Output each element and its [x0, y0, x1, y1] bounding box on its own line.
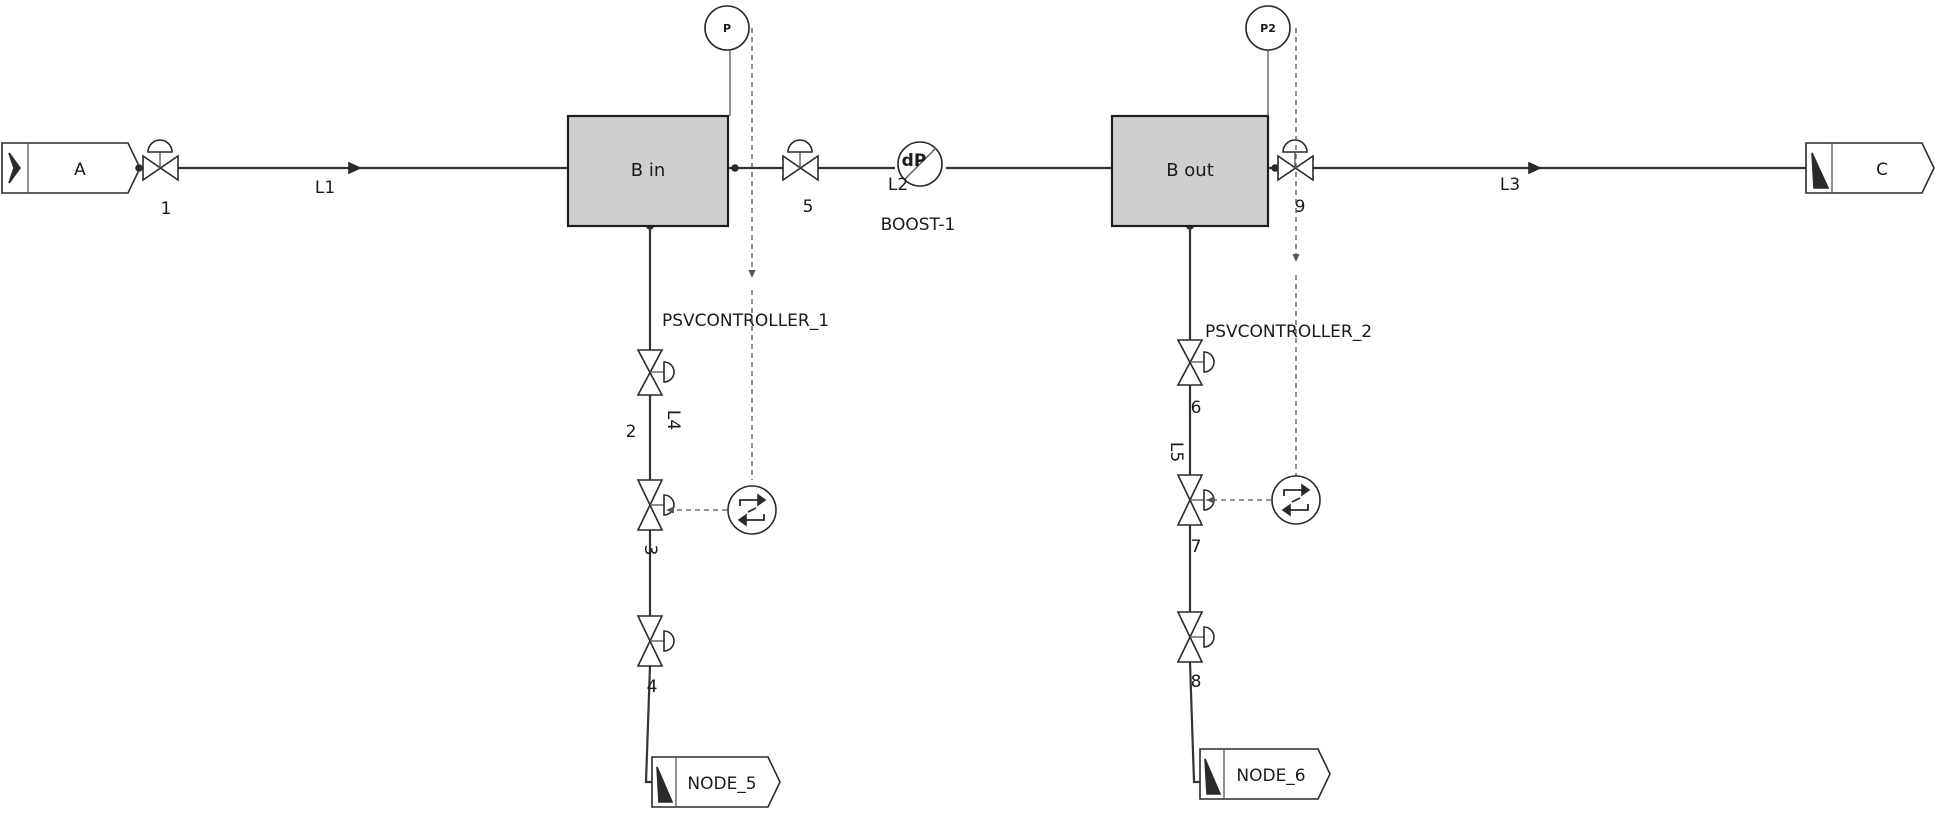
stream-node-6-label: NODE_6 — [1236, 766, 1305, 786]
flow-arrow-l3 — [1528, 161, 1542, 175]
pressure-indicator-p-label: P — [723, 22, 731, 35]
triangle-marker-icon — [1204, 758, 1222, 795]
stream-a[interactable]: A — [1, 142, 141, 194]
pressure-indicator-p2[interactable]: P2 — [1245, 5, 1291, 51]
booster-boost-1[interactable]: dP — [897, 141, 943, 187]
valve-1[interactable] — [135, 139, 179, 182]
pipe-relief-right-bottom[interactable] — [1188, 661, 1200, 784]
stream-c-label: C — [1876, 160, 1888, 180]
valve-6[interactable] — [1176, 339, 1215, 386]
pipe-l3-label: L3 — [1500, 175, 1520, 195]
vessel-b-out[interactable]: B out — [1110, 114, 1270, 228]
valve-8-label: 8 — [1191, 672, 1202, 692]
valve-6-label: 6 — [1191, 398, 1202, 418]
pipe-l5-label: L5 — [1166, 442, 1186, 462]
flow-arrow-l1 — [348, 161, 362, 175]
valve-7-label: 7 — [1191, 537, 1202, 557]
valve-1-label: 1 — [161, 199, 172, 219]
triangle-marker-icon — [8, 152, 21, 184]
controller-1[interactable] — [727, 485, 777, 535]
stream-node-6[interactable]: NODE_6 — [1199, 748, 1331, 800]
controller-2-label: PSVCONTROLLER_2 — [1205, 322, 1372, 342]
nozzle-dot — [731, 164, 739, 172]
valve-7[interactable] — [1176, 474, 1215, 526]
valve-5-label: 5 — [803, 197, 814, 217]
vessel-b-in[interactable]: B in — [566, 114, 730, 228]
valve-2-label: 2 — [626, 422, 637, 442]
cycle-arrows-icon — [1281, 483, 1311, 517]
pressure-indicator-p[interactable]: P — [704, 5, 750, 51]
booster-symbol-label: dP — [902, 151, 927, 171]
cycle-arrows-icon — [737, 493, 767, 527]
valve-3[interactable] — [636, 479, 675, 531]
stream-node-5-label: NODE_5 — [687, 774, 756, 794]
vessel-b-out-label: B out — [1166, 160, 1214, 181]
stream-c[interactable]: C — [1805, 142, 1935, 194]
triangle-marker-icon — [1811, 152, 1830, 189]
triangle-marker-icon — [656, 766, 674, 803]
valve-4[interactable] — [636, 615, 675, 667]
booster-label: BOOST-1 — [881, 215, 956, 235]
stream-node-5[interactable]: NODE_5 — [651, 756, 781, 808]
vessel-b-in-label: B in — [631, 160, 665, 181]
nozzle-dot — [1271, 164, 1279, 172]
pipes — [130, 161, 1806, 784]
valve-2[interactable] — [636, 349, 675, 396]
controller-2[interactable] — [1271, 475, 1321, 525]
valve-9-label: 9 — [1295, 197, 1306, 217]
stream-a-label: A — [74, 160, 86, 180]
valve-4-label: 4 — [647, 677, 658, 697]
pipe-relief-left-bottom[interactable] — [644, 665, 652, 784]
valve-3-label: 3 — [640, 545, 660, 556]
controller-1-label: PSVCONTROLLER_1 — [662, 311, 829, 331]
pressure-indicator-p2-label: P2 — [1260, 22, 1276, 35]
pipe-l2-label: L2 — [888, 175, 908, 195]
valve-8[interactable] — [1176, 611, 1215, 663]
pipe-l4-label: L4 — [663, 410, 683, 430]
valve-5[interactable] — [782, 139, 819, 182]
pipe-l1-label: L1 — [315, 178, 335, 198]
